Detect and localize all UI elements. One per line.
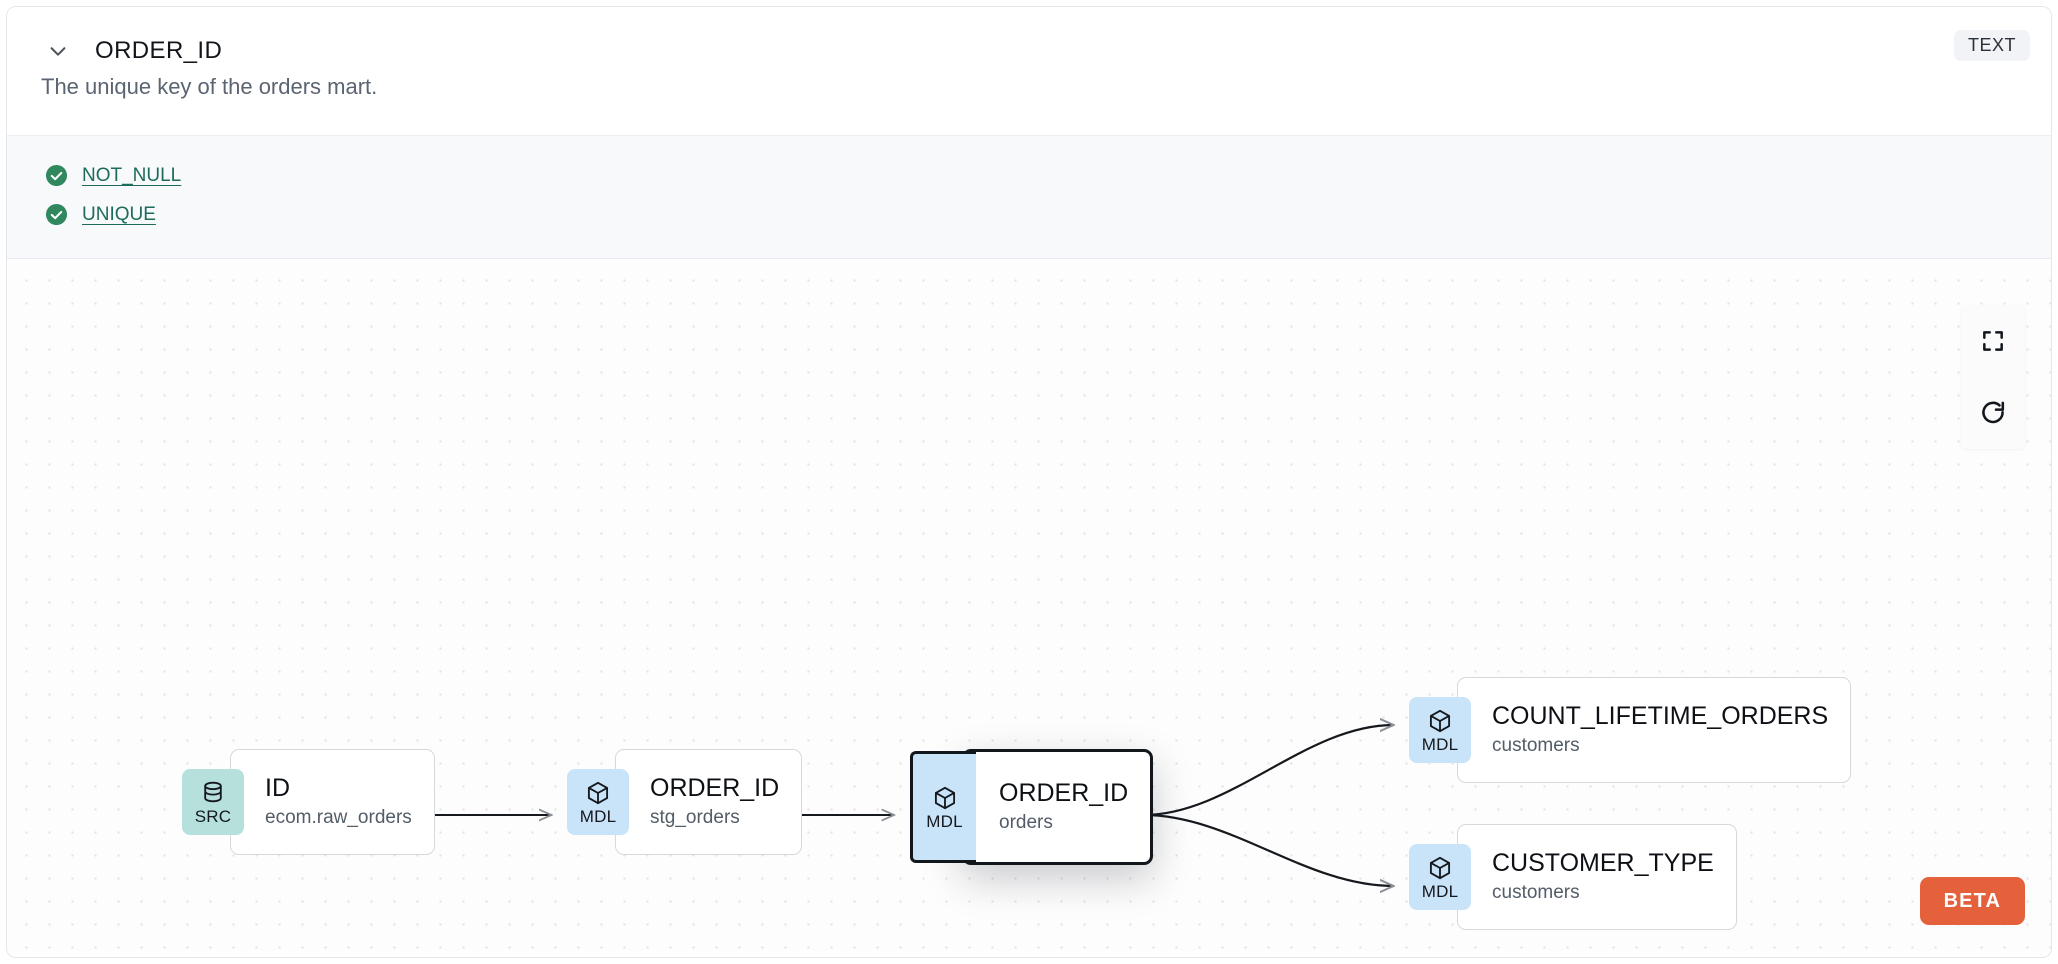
- fit-view-icon: [1980, 328, 2006, 354]
- node-source-name: ecom.raw_orders: [265, 806, 412, 828]
- card-header: ORDER_ID TEXT The unique key of the orde…: [7, 7, 2051, 135]
- node-column-name: ID: [265, 774, 290, 803]
- test-link-unique[interactable]: UNIQUE: [82, 204, 156, 225]
- cube-icon: [1429, 856, 1451, 879]
- column-detail-card: ORDER_ID TEXT The unique key of the orde…: [6, 6, 2052, 958]
- test-row[interactable]: NOT_NULL: [7, 156, 2051, 195]
- cube-icon: [1429, 709, 1451, 732]
- node-type-badge-mdl: MDL: [910, 751, 976, 863]
- node-column-name: COUNT_LIFETIME_ORDERS: [1492, 702, 1829, 731]
- node-type-badge-mdl: MDL: [1409, 844, 1471, 910]
- lineage-node-count-lifetime-orders[interactable]: MDL COUNT_LIFETIME_ORDERS customers: [1409, 677, 1852, 783]
- badge-label: MDL: [579, 806, 617, 826]
- lineage-node-orders-selected[interactable]: MDL ORDER_ID orders: [910, 749, 1154, 865]
- node-model-name: stg_orders: [650, 806, 740, 828]
- check-circle-icon: [45, 164, 68, 187]
- node-body: CUSTOMER_TYPE customers: [1457, 824, 1737, 930]
- tests-section: NOT_NULL UNIQUE: [7, 135, 2051, 259]
- node-type-badge-mdl: MDL: [567, 769, 629, 835]
- page-title: ORDER_ID: [95, 36, 223, 64]
- header-title-row: ORDER_ID: [7, 7, 2051, 67]
- cube-icon: [934, 786, 955, 809]
- node-model-name: orders: [999, 811, 1053, 833]
- lineage-canvas[interactable]: SRC ID ecom.raw_orders MDL ORDER_ID stg_…: [7, 259, 2051, 951]
- edge-orders-customertype: [1143, 813, 1394, 886]
- check-circle-icon: [45, 203, 68, 226]
- node-model-name: customers: [1492, 734, 1580, 756]
- node-body: ORDER_ID orders: [962, 749, 1154, 865]
- test-link-not-null[interactable]: NOT_NULL: [82, 165, 182, 186]
- test-row[interactable]: UNIQUE: [7, 195, 2051, 234]
- lineage-node-src-id[interactable]: SRC ID ecom.raw_orders: [182, 749, 435, 855]
- database-icon: [204, 781, 222, 802]
- badge-label: MDL: [1421, 734, 1459, 754]
- node-column-name: CUSTOMER_TYPE: [1492, 849, 1714, 878]
- refresh-icon: [1979, 399, 2007, 427]
- beta-badge[interactable]: BETA: [1919, 877, 2025, 925]
- node-model-name: customers: [1492, 881, 1580, 903]
- lineage-node-stg-orders[interactable]: MDL ORDER_ID stg_orders: [567, 749, 803, 855]
- node-type-badge-src: SRC: [182, 769, 244, 835]
- fit-view-button[interactable]: [1961, 305, 2025, 377]
- chevron-down-icon[interactable]: [41, 34, 75, 68]
- lineage-node-customer-type[interactable]: MDL CUSTOMER_TYPE customers: [1409, 824, 1737, 930]
- node-type-badge-mdl: MDL: [1409, 697, 1471, 763]
- badge-label: SRC: [194, 806, 232, 826]
- data-type-badge: TEXT: [1953, 30, 2030, 61]
- canvas-controls: [1961, 305, 2025, 449]
- node-body: ID ecom.raw_orders: [230, 749, 435, 855]
- badge-label: MDL: [1421, 881, 1459, 901]
- node-column-name: ORDER_ID: [650, 774, 780, 803]
- edge-orders-count: [1143, 725, 1394, 817]
- reset-view-button[interactable]: [1961, 377, 2025, 449]
- node-body: ORDER_ID stg_orders: [615, 749, 803, 855]
- column-description: The unique key of the orders mart.: [41, 74, 378, 99]
- node-column-name: ORDER_ID: [999, 779, 1129, 808]
- badge-label: MDL: [926, 811, 963, 831]
- node-body: COUNT_LIFETIME_ORDERS customers: [1457, 677, 1852, 783]
- cube-icon: [587, 781, 609, 804]
